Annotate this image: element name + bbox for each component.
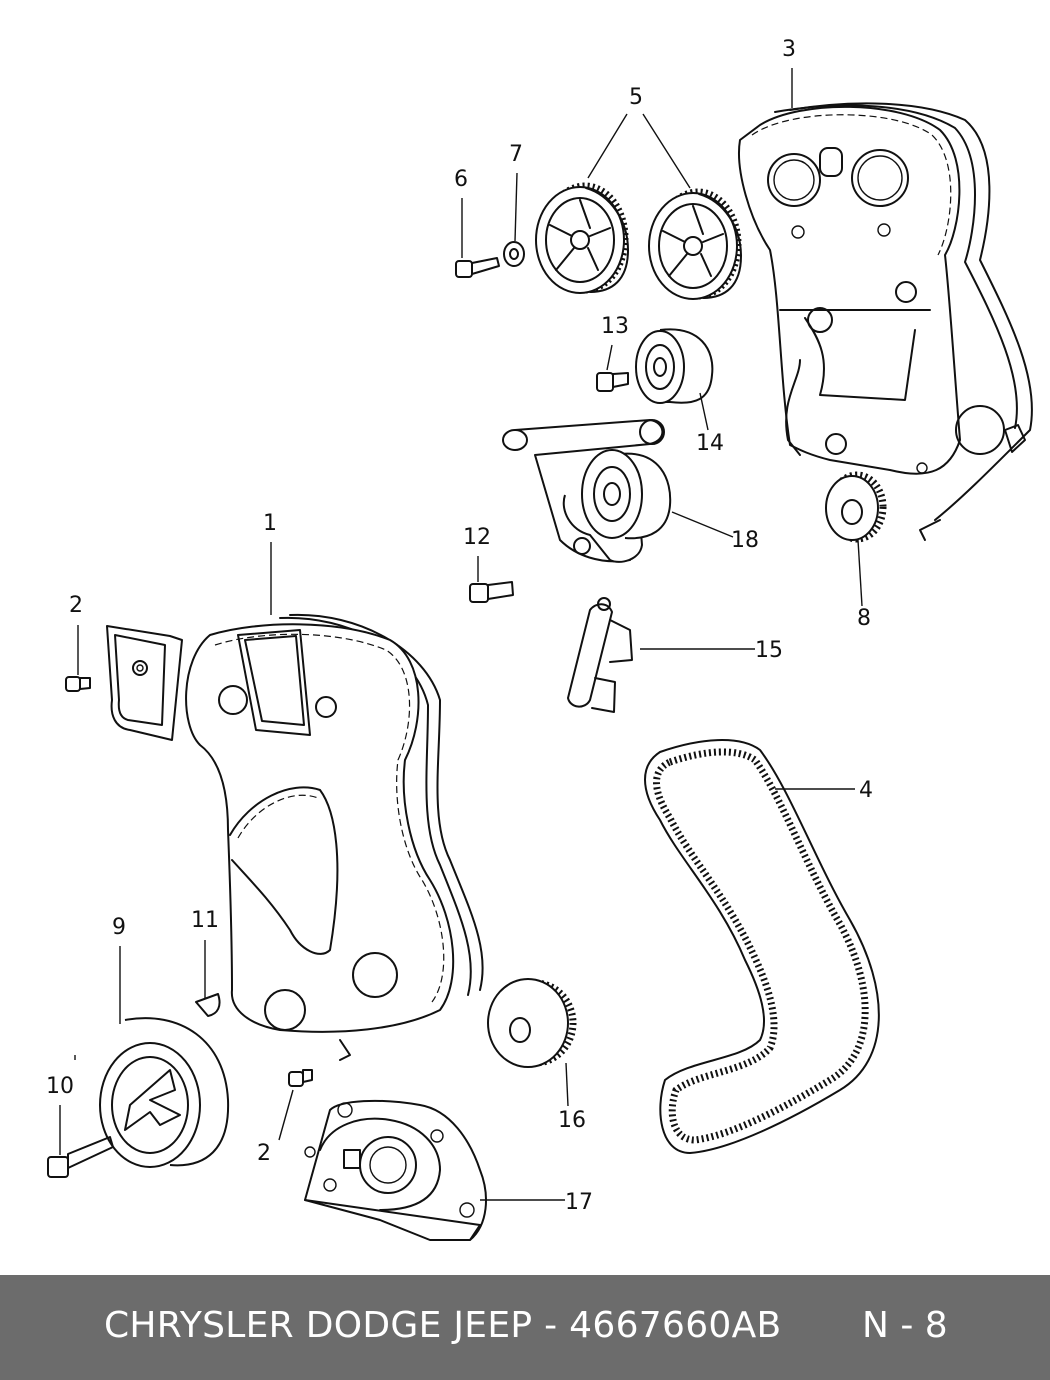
callout-7: 7 bbox=[509, 142, 523, 167]
cover-bolt-upper bbox=[65, 676, 91, 692]
crankshaft-sprocket bbox=[825, 471, 887, 543]
callout-3: 3 bbox=[782, 37, 796, 62]
callout-11: 11 bbox=[191, 908, 219, 933]
callout-12: 12 bbox=[463, 525, 491, 550]
callout-2a: 2 bbox=[69, 593, 83, 618]
crankshaft-pulley bbox=[99, 1017, 230, 1168]
callout-6: 6 bbox=[454, 167, 468, 192]
callout-16: 16 bbox=[558, 1108, 586, 1133]
footer-page-number: N - 8 bbox=[862, 1305, 948, 1346]
callout-8: 8 bbox=[857, 606, 871, 631]
callout-4: 4 bbox=[859, 778, 873, 803]
camshaft-sprocket-left bbox=[535, 182, 629, 294]
callout-2b: 2 bbox=[257, 1141, 271, 1166]
leader-lines bbox=[59, 68, 863, 1201]
woodruff-key bbox=[195, 993, 221, 1017]
footer-title: CHRYSLER DODGE JEEP - 4667660AB bbox=[104, 1305, 782, 1346]
callout-18: 18 bbox=[731, 528, 759, 553]
callout-9: 9 bbox=[112, 915, 126, 940]
footer-bar: CHRYSLER DODGE JEEP - 4667660AB N - 8 bbox=[0, 1275, 1050, 1380]
front-timing-cover bbox=[185, 613, 484, 1061]
oil-pump bbox=[304, 1099, 487, 1241]
sprocket-bolt bbox=[455, 257, 500, 278]
tensioner-damper bbox=[567, 597, 633, 713]
callout-13: 13 bbox=[601, 314, 629, 339]
callout-1: 1 bbox=[263, 511, 277, 536]
rear-timing-cover bbox=[738, 102, 1033, 541]
callout-14: 14 bbox=[696, 431, 724, 456]
idler-pulley bbox=[635, 328, 714, 404]
cover-bolt-lower bbox=[288, 1069, 313, 1087]
callout-10: 10 bbox=[46, 1074, 74, 1099]
callout-15: 15 bbox=[755, 638, 783, 663]
tensioner-assembly bbox=[502, 419, 672, 563]
timing-belt bbox=[644, 739, 880, 1154]
idler-pulley-bolt bbox=[596, 372, 629, 392]
tensioner-bolt bbox=[469, 581, 514, 603]
upper-cover-plate bbox=[106, 625, 183, 741]
sprocket-washer bbox=[503, 241, 525, 267]
timing-sprocket bbox=[487, 978, 577, 1068]
callout-5: 5 bbox=[629, 85, 643, 110]
pulley-bolt bbox=[47, 1136, 114, 1178]
camshaft-sprocket-right bbox=[648, 188, 742, 300]
callout-17: 17 bbox=[565, 1190, 593, 1215]
